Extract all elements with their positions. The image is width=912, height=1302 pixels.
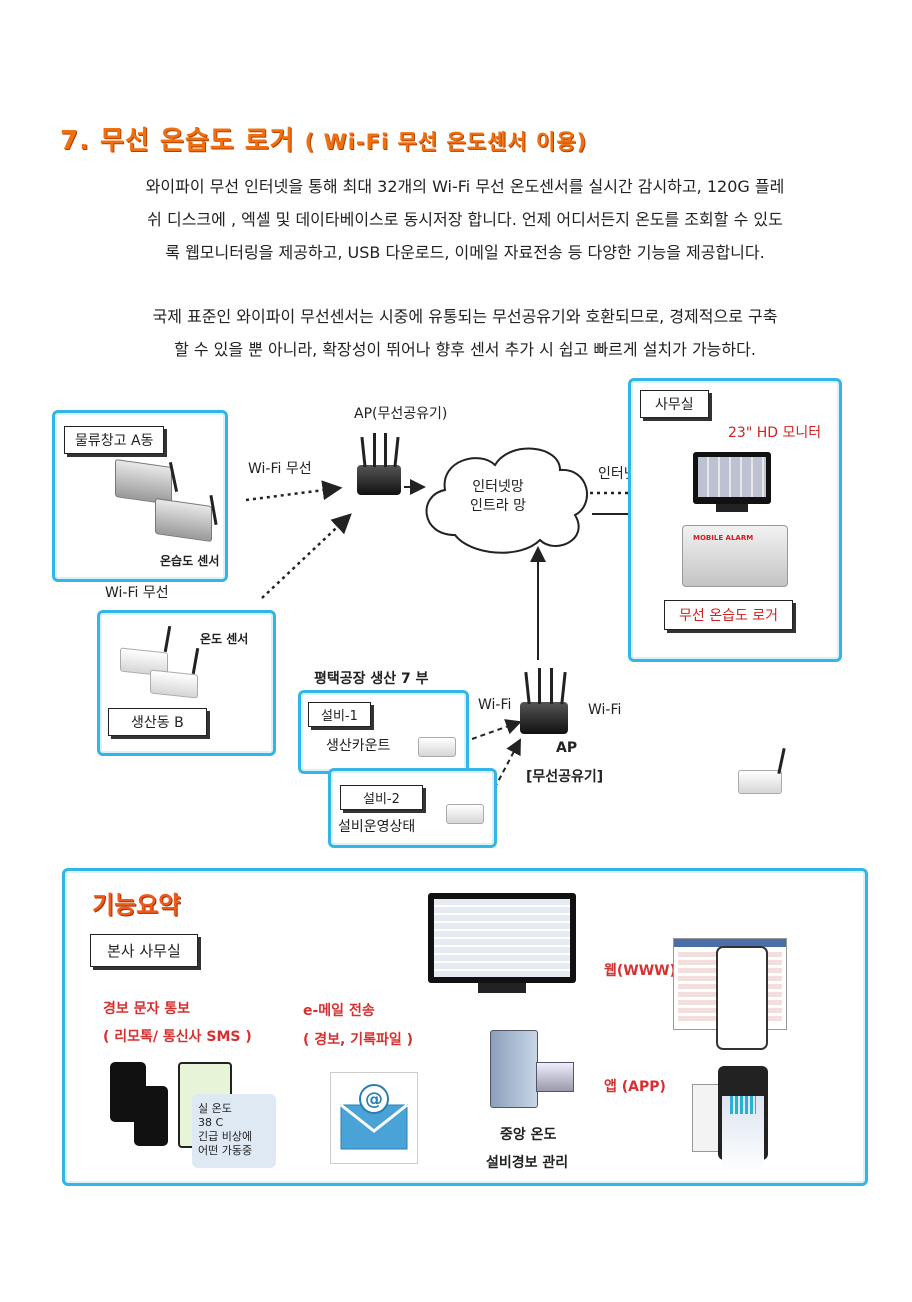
section-title-sub: ( Wi-Fi 무선 온도센서 이용) bbox=[304, 130, 588, 154]
web-label: 웹(WWW) bbox=[604, 963, 677, 979]
warehouse-label: 물류창고 A동 bbox=[64, 426, 165, 454]
equip2-sensor-device bbox=[446, 804, 484, 824]
intro-line: 록 웹모니터링을 제공하고, USB 다운로드, 이메일 자료전송 등 다양한 … bbox=[165, 243, 765, 262]
alert-line: 실 온도 bbox=[198, 1102, 232, 1115]
factory-label: 평택공장 생산 7 부 bbox=[314, 671, 429, 687]
central-monitor-icon bbox=[428, 893, 576, 983]
central-line2: 설비경보 관리 bbox=[486, 1155, 569, 1171]
smartphone-app-icon bbox=[718, 1066, 768, 1172]
cloud-text: 인터넷망 인트라 망 bbox=[470, 478, 526, 516]
production-sensor-caption: 온도 센서 bbox=[200, 632, 249, 646]
app-label: 앱 (APP) bbox=[604, 1079, 666, 1095]
monitor-label: 23" HD 모니터 bbox=[728, 425, 822, 441]
standard-line: 할 수 있을 뿐 아니라, 확장성이 뛰어나 향후 센서 추가 시 쉽고 빠르게… bbox=[174, 340, 756, 359]
ap-top-label: AP(무선공유기) bbox=[354, 406, 448, 422]
equip1-sensor-device bbox=[418, 737, 456, 757]
intro-line: 와이파이 무선 인터넷을 통해 최대 32개의 Wi-Fi 무선 온도센서를 실… bbox=[145, 177, 785, 196]
warehouse-sensor-caption: 온습도 센서 bbox=[160, 554, 220, 568]
production-label: 생산동 B bbox=[108, 708, 207, 736]
equip2-label: 설비-2 bbox=[340, 785, 423, 810]
email-line1: e-메일 전송 bbox=[303, 1003, 375, 1019]
monitor-stand bbox=[716, 504, 748, 512]
hq-label: 본사 사무실 bbox=[90, 934, 198, 967]
logger-label: 무선 온습도 로거 bbox=[664, 600, 794, 630]
features-title: 기능요약 bbox=[92, 891, 181, 919]
sms-line2: ( 리모톡/ 통신사 SMS ) bbox=[103, 1029, 252, 1045]
ap-bottom-label: AP bbox=[556, 740, 578, 756]
standard-line: 국제 표준인 와이파이 무선센서는 시중에 유통되는 무선공유기와 호환되므로,… bbox=[152, 307, 778, 326]
email-line2: ( 경보, 기록파일 ) bbox=[303, 1032, 414, 1048]
standard-paragraph: 국제 표준인 와이파이 무선센서는 시중에 유통되는 무선공유기와 호환되므로,… bbox=[50, 300, 880, 366]
router-icon bbox=[357, 465, 401, 495]
alert-line: 긴급 비상에 bbox=[198, 1130, 253, 1143]
diagram-arrows bbox=[245, 447, 667, 813]
wifi-sensor-device bbox=[738, 770, 782, 794]
cloud-icon bbox=[425, 447, 588, 554]
office-label: 사무실 bbox=[640, 390, 709, 418]
wifi-right-label: Wi-Fi bbox=[588, 702, 622, 718]
ap-bottom-sub: [무선공유기] bbox=[526, 769, 604, 785]
monitor-icon bbox=[693, 452, 771, 504]
equip1-desc: 생산카운트 bbox=[326, 738, 391, 754]
pc-box-icon bbox=[536, 1062, 574, 1092]
equip1-label: 설비-1 bbox=[308, 702, 371, 727]
wifi-link-arrow bbox=[261, 513, 352, 599]
antenna-icon bbox=[373, 433, 376, 467]
wifi-link-arrow bbox=[245, 480, 343, 502]
router-icon bbox=[520, 702, 568, 734]
central-line1: 중앙 온도 bbox=[500, 1127, 557, 1143]
logger-panel-text: MOBILE ALARM bbox=[693, 534, 754, 542]
cloud-line-internet: 인터넷망 bbox=[472, 479, 524, 495]
smartphone-web-icon bbox=[716, 946, 768, 1050]
wifi-wireless-caption-2: Wi-Fi 무선 bbox=[105, 585, 169, 601]
antenna-icon bbox=[384, 433, 387, 467]
section-title-main: 7. 무선 온습도 로거 bbox=[60, 126, 295, 156]
central-monitor-stand bbox=[478, 983, 526, 993]
section-title: 7. 무선 온습도 로거 ( Wi-Fi 무선 온도센서 이용) bbox=[60, 120, 587, 157]
intro-line: 쉬 디스크에 , 엑셀 및 데이타베이스로 동시저장 합니다. 언제 어디서든지… bbox=[147, 210, 783, 229]
antenna-icon bbox=[538, 668, 541, 704]
alert-line: 38 C bbox=[198, 1116, 224, 1129]
pc-tower-icon bbox=[490, 1030, 538, 1108]
alert-message-card: 실 온도 38 C 긴급 비상에 어떤 가동중 bbox=[192, 1094, 276, 1168]
equip2-desc: 설비운영상태 bbox=[338, 819, 416, 835]
svg-text:@: @ bbox=[365, 1089, 383, 1110]
email-icon: @ bbox=[330, 1072, 418, 1164]
wifi-left-label: Wi-Fi bbox=[478, 697, 512, 713]
antenna-icon bbox=[550, 668, 553, 704]
internet-label: 인터넷 bbox=[598, 466, 637, 482]
cloud-line-intranet: 인트라 망 bbox=[470, 498, 526, 514]
phone-icon bbox=[134, 1086, 168, 1146]
logger-device-icon: MOBILE ALARM bbox=[682, 525, 788, 587]
wifi-wireless-caption-1: Wi-Fi 무선 bbox=[248, 461, 312, 477]
alert-line: 어떤 가동중 bbox=[198, 1144, 253, 1157]
sms-line1: 경보 문자 통보 bbox=[103, 1001, 191, 1017]
intro-paragraph: 와이파이 무선 인터넷을 통해 최대 32개의 Wi-Fi 무선 온도센서를 실… bbox=[50, 170, 880, 269]
